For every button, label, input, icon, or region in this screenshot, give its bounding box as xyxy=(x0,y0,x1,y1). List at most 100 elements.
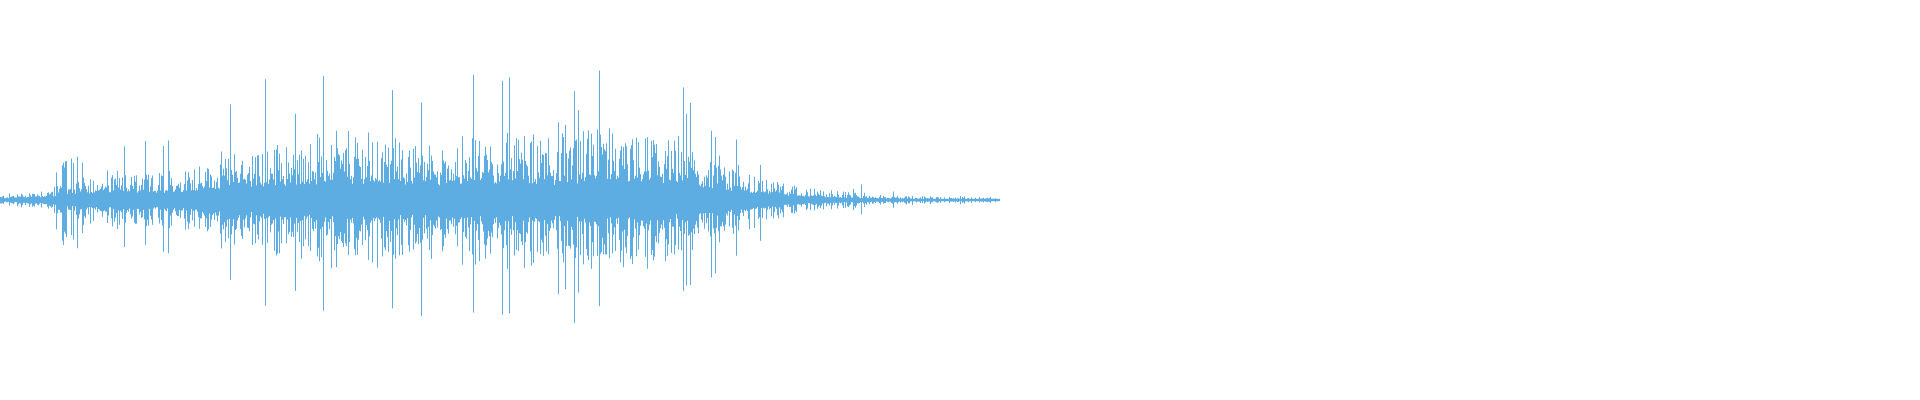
waveform-sample-bar xyxy=(146,174,147,226)
waveform-sample-bar xyxy=(422,155,423,240)
waveform-sample-bar xyxy=(841,197,842,203)
waveform-sample-bar xyxy=(576,139,577,248)
waveform-sample-bar xyxy=(243,179,244,220)
waveform-sample-bar xyxy=(934,198,935,202)
waveform-sample-bar xyxy=(941,198,942,202)
waveform-sample-bar xyxy=(309,183,310,215)
waveform-sample-bar xyxy=(543,155,544,256)
waveform-sample-bar xyxy=(108,185,109,216)
waveform-sample-bar xyxy=(437,171,438,228)
waveform-sample-bar xyxy=(129,191,130,209)
waveform-sample-bar xyxy=(276,149,277,256)
waveform-sample-bar xyxy=(553,170,554,229)
waveform-sample-bar xyxy=(290,182,291,218)
waveform-sample-bar xyxy=(658,161,659,244)
waveform-sample-bar xyxy=(387,166,388,238)
waveform-sample-bar xyxy=(487,159,488,239)
waveform-sample-bar xyxy=(119,178,120,225)
waveform-sample-bar xyxy=(925,197,926,203)
waveform-sample-bar xyxy=(598,171,599,227)
waveform-sample-bar xyxy=(566,153,567,247)
waveform-sample-bar xyxy=(739,176,740,221)
waveform-sample-bar xyxy=(740,186,741,214)
waveform-sample-bar xyxy=(88,185,89,215)
waveform-sample-bar xyxy=(450,179,451,221)
waveform-sample-bar xyxy=(743,181,744,217)
waveform-sample-bar xyxy=(337,148,338,245)
waveform-sample-bar xyxy=(200,183,201,219)
waveform-sample-bar xyxy=(555,179,556,216)
waveform-sample-bar xyxy=(560,181,561,222)
waveform-sample-bar xyxy=(991,198,992,202)
waveform-sample-bar xyxy=(529,183,530,218)
waveform-sample-bar xyxy=(585,176,586,223)
waveform-sample-bar xyxy=(314,179,315,222)
waveform-sample-bar xyxy=(248,173,249,229)
waveform-sample-bar xyxy=(734,185,735,215)
waveform-sample-bar xyxy=(604,149,605,245)
waveform-sample-bar xyxy=(791,189,792,213)
waveform-sample-bar xyxy=(584,180,585,219)
waveform-sample-bar xyxy=(171,178,172,226)
waveform-sample-bar xyxy=(847,194,848,207)
waveform-sample-bar xyxy=(500,175,501,226)
waveform-sample-bar xyxy=(627,164,628,236)
waveform-sample-bar xyxy=(776,190,777,209)
waveform-sample-bar xyxy=(678,136,679,250)
waveform-sample-bar xyxy=(329,173,330,229)
waveform-sample-bar xyxy=(65,161,66,234)
waveform-sample-bar xyxy=(960,195,961,205)
waveform-sample-bar xyxy=(870,197,871,203)
waveform-sample-bar xyxy=(98,190,99,209)
waveform-sample-bar xyxy=(565,124,566,290)
waveform-sample-bar xyxy=(619,158,620,241)
waveform-sample-bar xyxy=(393,148,394,255)
waveform-sample-bar xyxy=(167,190,168,209)
waveform-sample-bar xyxy=(860,198,861,203)
waveform-sample-bar xyxy=(517,170,518,231)
waveform-sample-bar xyxy=(690,102,691,285)
waveform-sample-bar xyxy=(792,186,793,214)
waveform-sample-bar xyxy=(70,188,71,211)
waveform-sample-bar xyxy=(579,174,580,222)
waveform-sample-bar xyxy=(851,197,852,203)
waveform-sample-bar xyxy=(396,171,397,229)
waveform-sample-bar xyxy=(430,179,431,221)
waveform-sample-bar xyxy=(779,192,780,208)
waveform-sample-bar xyxy=(492,164,493,238)
waveform-sample-bar xyxy=(947,198,948,202)
waveform-sample-bar xyxy=(646,171,647,224)
waveform-sample-bar xyxy=(670,180,671,219)
waveform-sample-bar xyxy=(594,175,595,222)
waveform-sample-bar xyxy=(504,175,505,231)
waveform-sample-bar xyxy=(855,192,856,208)
waveform-sample-bar xyxy=(497,164,498,239)
waveform-sample-bar xyxy=(877,198,878,202)
waveform-sample-bar xyxy=(424,161,425,234)
waveform-sample-bar xyxy=(246,183,247,216)
waveform-sample-bar xyxy=(811,195,812,204)
waveform-sample-bar xyxy=(362,149,363,246)
waveform-sample-bar xyxy=(461,183,462,218)
waveform-sample-bar xyxy=(473,74,474,313)
waveform-sample-bar xyxy=(195,190,196,210)
waveform-sample-bar xyxy=(380,181,381,223)
waveform-sample-bar xyxy=(495,182,496,223)
waveform-sample-bar xyxy=(663,183,664,221)
waveform-sample-bar xyxy=(581,178,582,222)
waveform-sample-bar xyxy=(179,187,180,210)
waveform-sample-bar xyxy=(718,165,719,232)
waveform-sample-bar xyxy=(865,196,866,204)
waveform-sample-bar xyxy=(850,195,851,205)
waveform-sample-bar xyxy=(680,175,681,232)
waveform-sample-bar xyxy=(42,195,43,204)
waveform-sample-bar xyxy=(770,192,771,209)
waveform-sample-bar xyxy=(477,171,478,225)
waveform-sample-bar xyxy=(493,175,494,225)
waveform-sample-bar xyxy=(231,170,232,235)
waveform-sample-bar xyxy=(190,183,191,215)
waveform-sample-bar xyxy=(75,193,76,207)
waveform-sample-bar xyxy=(915,197,916,202)
